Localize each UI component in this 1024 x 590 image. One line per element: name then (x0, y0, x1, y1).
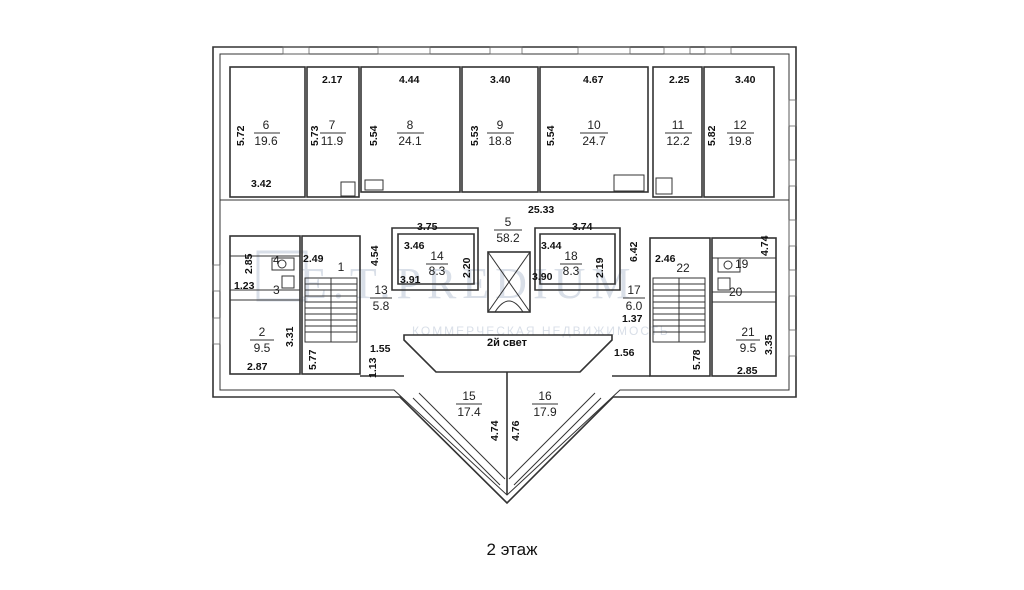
dimension: 3.40 (735, 74, 756, 86)
dimension: 5.54 (368, 125, 380, 146)
dimension: 6.42 (628, 241, 640, 262)
dimension: 2.19 (594, 257, 606, 278)
room-area: 17.9 (533, 405, 557, 419)
room-labels: 6 19.6 7 11.9 8 24.1 9 18.8 10 24.7 11 1… (250, 118, 760, 419)
dimension: 3.42 (251, 178, 272, 190)
windows-side (212, 99, 797, 357)
room-number: 5 (505, 215, 512, 229)
dimension: 4.74 (759, 235, 771, 256)
dimension: 4.76 (510, 420, 522, 441)
dimension: 3.90 (532, 271, 553, 283)
room-number: 22 (676, 261, 690, 275)
dimension: 3.40 (490, 74, 511, 86)
dimension: 2.25 (669, 74, 690, 86)
room-number: 15 (462, 389, 476, 403)
dimension: 1.13 (367, 357, 379, 378)
dimension: 4.54 (369, 245, 381, 266)
floor-caption: 2 этаж (486, 540, 538, 559)
room-area: 24.7 (582, 134, 606, 148)
dimension: 5.72 (235, 125, 247, 146)
dimension: 3.91 (400, 274, 421, 286)
room-number: 8 (407, 118, 414, 132)
dimension: 3.46 (404, 240, 425, 252)
dimension: 2.49 (303, 253, 324, 265)
central-core (360, 227, 650, 377)
dimension: 1.23 (234, 280, 255, 292)
dimension: 1.37 (622, 313, 643, 325)
dimension: 3.44 (541, 240, 562, 252)
atrium-label: 2й свет (487, 337, 528, 349)
room-area: 24.1 (398, 134, 422, 148)
room-number: 1 (338, 260, 345, 274)
room-number: 11 (672, 118, 685, 132)
dimension: 25.33 (528, 204, 554, 216)
dimension: 5.54 (545, 125, 557, 146)
dimension: 3.74 (572, 221, 593, 233)
room-number: 10 (587, 118, 601, 132)
room-number: 2 (259, 325, 266, 339)
room-area: 17.4 (457, 405, 481, 419)
dimension: 4.67 (583, 74, 604, 86)
room-area: 8.3 (563, 264, 580, 278)
room-number: 18 (564, 249, 578, 263)
room-area: 9.5 (740, 341, 757, 355)
room-number: 21 (741, 325, 755, 339)
room-area: 12.2 (666, 134, 690, 148)
dimension: 5.73 (309, 125, 321, 146)
stair-right (652, 277, 706, 343)
room-area: 19.8 (728, 134, 752, 148)
south-wing (412, 372, 602, 495)
dimension: 2.87 (247, 361, 268, 373)
dimension: 2.85 (737, 365, 758, 377)
room-number: 16 (538, 389, 552, 403)
dimension: 2.46 (655, 253, 676, 265)
dimension: 4.44 (399, 74, 420, 86)
dimension: 2.17 (322, 74, 343, 86)
dimension: 2.85 (243, 253, 255, 274)
room-number: 9 (497, 118, 504, 132)
dimension: 3.75 (417, 221, 438, 233)
room-number: 3 (273, 283, 280, 297)
dimension: 5.78 (691, 349, 703, 370)
dimension: 3.35 (763, 334, 775, 355)
room-area: 6.0 (626, 299, 643, 313)
room-number: 7 (329, 118, 336, 132)
room-number: 19 (735, 257, 749, 271)
dimension: 5.82 (706, 125, 718, 146)
right-block (649, 237, 777, 377)
room-area: 58.2 (496, 231, 520, 245)
left-block (229, 235, 361, 375)
dimension: 1.55 (370, 343, 391, 355)
dimension-labels: 2.17 4.44 3.40 4.67 2.25 3.40 5.72 5.73 … (234, 74, 775, 441)
room-number: 4 (273, 253, 280, 267)
stair-left (304, 277, 358, 343)
room-area: 9.5 (254, 341, 271, 355)
room-area: 5.8 (373, 299, 390, 313)
dimension: 3.31 (284, 326, 296, 347)
room-number: 20 (729, 285, 743, 299)
windows-top (282, 46, 732, 55)
room-number: 13 (374, 283, 388, 297)
top-rooms (229, 66, 775, 198)
room-number: 14 (430, 249, 444, 263)
room-area: 19.6 (254, 134, 278, 148)
room-area: 18.8 (488, 134, 512, 148)
dimension: 1.56 (614, 347, 635, 359)
dimension: 2.20 (461, 257, 473, 278)
room-number: 6 (263, 118, 270, 132)
watermark-tagline: КОММЕРЧЕСКАЯ НЕДВИЖИМОСТЬ (412, 324, 670, 338)
room-number: 17 (627, 283, 641, 297)
dimension: 5.53 (469, 125, 481, 146)
dimension: 5.77 (307, 349, 319, 370)
dimension: 4.74 (489, 420, 501, 441)
room-number: 12 (733, 118, 747, 132)
room-area: 8.3 (429, 264, 446, 278)
room-area: 11.9 (321, 134, 344, 148)
